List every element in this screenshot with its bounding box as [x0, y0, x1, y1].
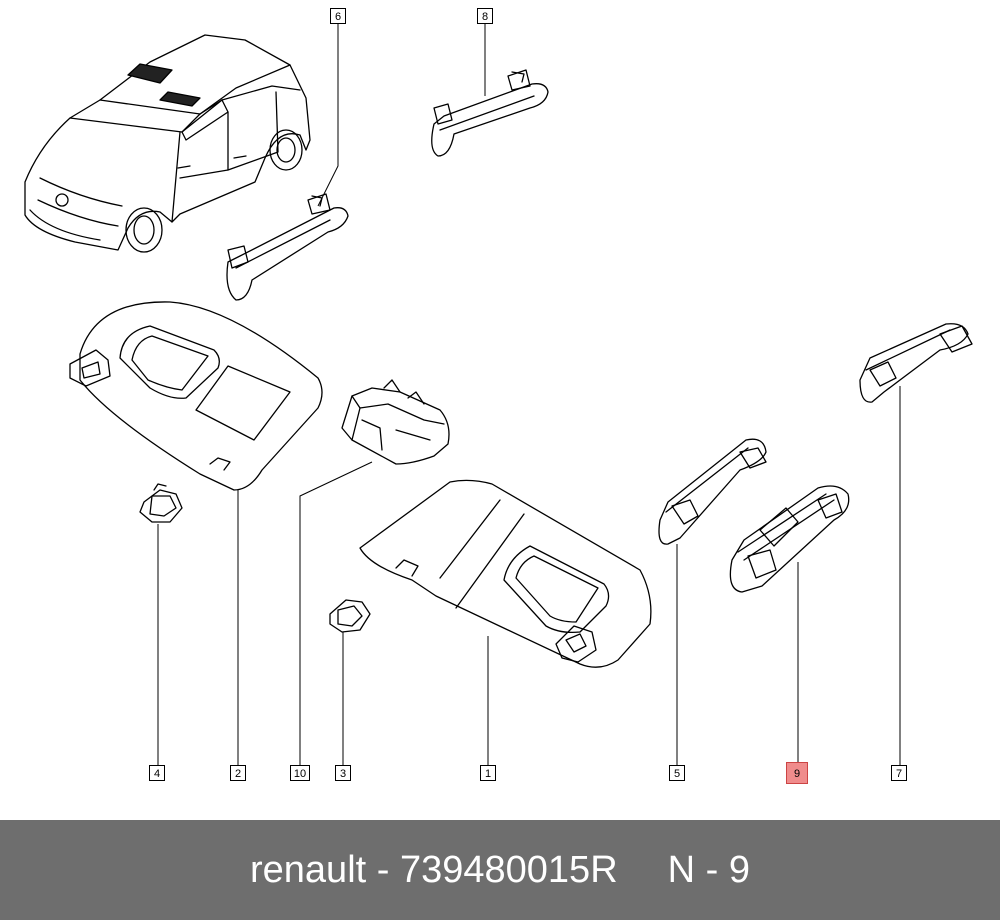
callout-7[interactable]: 7: [891, 765, 907, 781]
part-1-sun-visor: [359, 479, 652, 668]
callout-1[interactable]: 1: [480, 765, 496, 781]
part-7-grab-handle: [859, 323, 973, 403]
leader-lines: [157, 24, 901, 765]
callout-6[interactable]: 6: [330, 8, 346, 24]
part-3-clip: [329, 599, 371, 633]
callout-10[interactable]: 10: [290, 765, 310, 781]
part-6-grab-handle: [226, 193, 349, 301]
part-10-interior-light: [341, 379, 450, 465]
part-5-grab-handle: [658, 438, 767, 545]
part-number: 739480015R: [399, 848, 618, 891]
brand-label: renault: [250, 848, 367, 891]
position-label: N - 9: [667, 848, 750, 891]
part-9-grab-handle: [729, 485, 850, 593]
callout-9-highlighted[interactable]: 9: [786, 762, 808, 784]
part-info-footer: renault - 739480015R N - 9: [0, 820, 1000, 920]
car-illustration: [24, 34, 311, 253]
part-2-sun-visor: [69, 301, 323, 491]
callout-5[interactable]: 5: [669, 765, 685, 781]
separator: -: [366, 848, 400, 891]
callout-8[interactable]: 8: [477, 8, 493, 24]
part-8-grab-handle: [431, 69, 549, 157]
callout-3[interactable]: 3: [335, 765, 351, 781]
callout-4[interactable]: 4: [149, 765, 165, 781]
parts-diagram: 6 8 4 2 10 3 1 5 9 7: [24, 8, 973, 784]
part-4-clip: [139, 483, 183, 523]
callout-2[interactable]: 2: [230, 765, 246, 781]
